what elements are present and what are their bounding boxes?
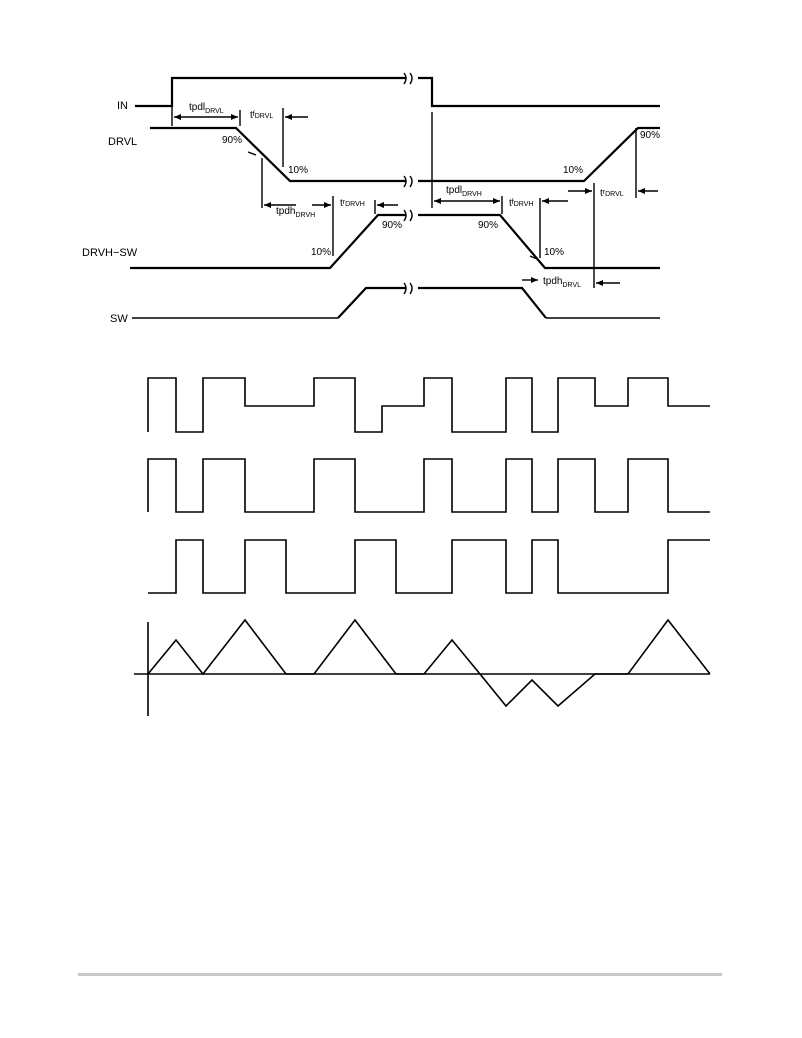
parameter-labels: tpdlDRVL tfDRVL tpdhDRVH trDRVH tpdlDRVH… xyxy=(189,102,624,289)
param-tpdh-drvl: tpdhDRVL xyxy=(543,276,581,289)
param-tf-drvh: tfDRVH xyxy=(509,198,533,209)
timing-diagram: IN DRVL DRVH−SW SW xyxy=(82,72,660,325)
level-labels: 90% 10% 10% 90% 90% 10% 10% 90% xyxy=(222,130,660,258)
level-10-drvl-fall: 10% xyxy=(288,165,308,176)
break-mark-in xyxy=(403,72,413,85)
drvh-sw-trace xyxy=(130,209,660,270)
break-mark-drvh xyxy=(403,209,413,222)
param-tf-drvl: tfDRVL xyxy=(250,110,273,121)
level-10-drvl-rise: 10% xyxy=(563,165,583,176)
param-tr-drvh: trDRVH xyxy=(340,198,365,209)
break-mark-drvl xyxy=(403,175,413,188)
signal-label-sw: SW xyxy=(110,313,128,325)
break-mark-sw xyxy=(403,282,413,295)
footer-divider xyxy=(78,973,722,976)
level-10-drvh-rise: 10% xyxy=(311,247,331,258)
sw-trace xyxy=(132,282,660,319)
waveform-4 xyxy=(147,618,711,708)
dimension-arrows xyxy=(174,114,658,286)
level-90-drvl-rise: 90% xyxy=(640,130,660,141)
signal-label-drvh-sw: DRVH−SW xyxy=(82,247,138,259)
waveform-4-axes xyxy=(134,622,710,716)
param-tr-drvl: trDRVL xyxy=(600,188,624,199)
waveform-2 xyxy=(147,458,710,513)
waveform-3 xyxy=(148,539,710,594)
signal-label-drvl: DRVL xyxy=(108,136,137,148)
waveform-1 xyxy=(147,377,710,433)
param-tpdh-drvh: tpdhDRVH xyxy=(276,206,315,219)
waveform-diagram xyxy=(134,377,711,716)
guide-lines xyxy=(171,106,637,288)
signal-label-in: IN xyxy=(117,100,128,112)
param-tpdl-drvl: tpdlDRVL xyxy=(189,102,224,115)
level-90-drvh-rise: 90% xyxy=(382,220,402,231)
level-90-drvh-fall: 90% xyxy=(478,220,498,231)
param-tpdl-drvh: tpdlDRVH xyxy=(446,185,482,198)
in-trace xyxy=(135,72,660,108)
level-10-drvh-fall: 10% xyxy=(544,247,564,258)
level-90-drvl-fall: 90% xyxy=(222,135,242,146)
drvl-trace xyxy=(150,126,660,188)
